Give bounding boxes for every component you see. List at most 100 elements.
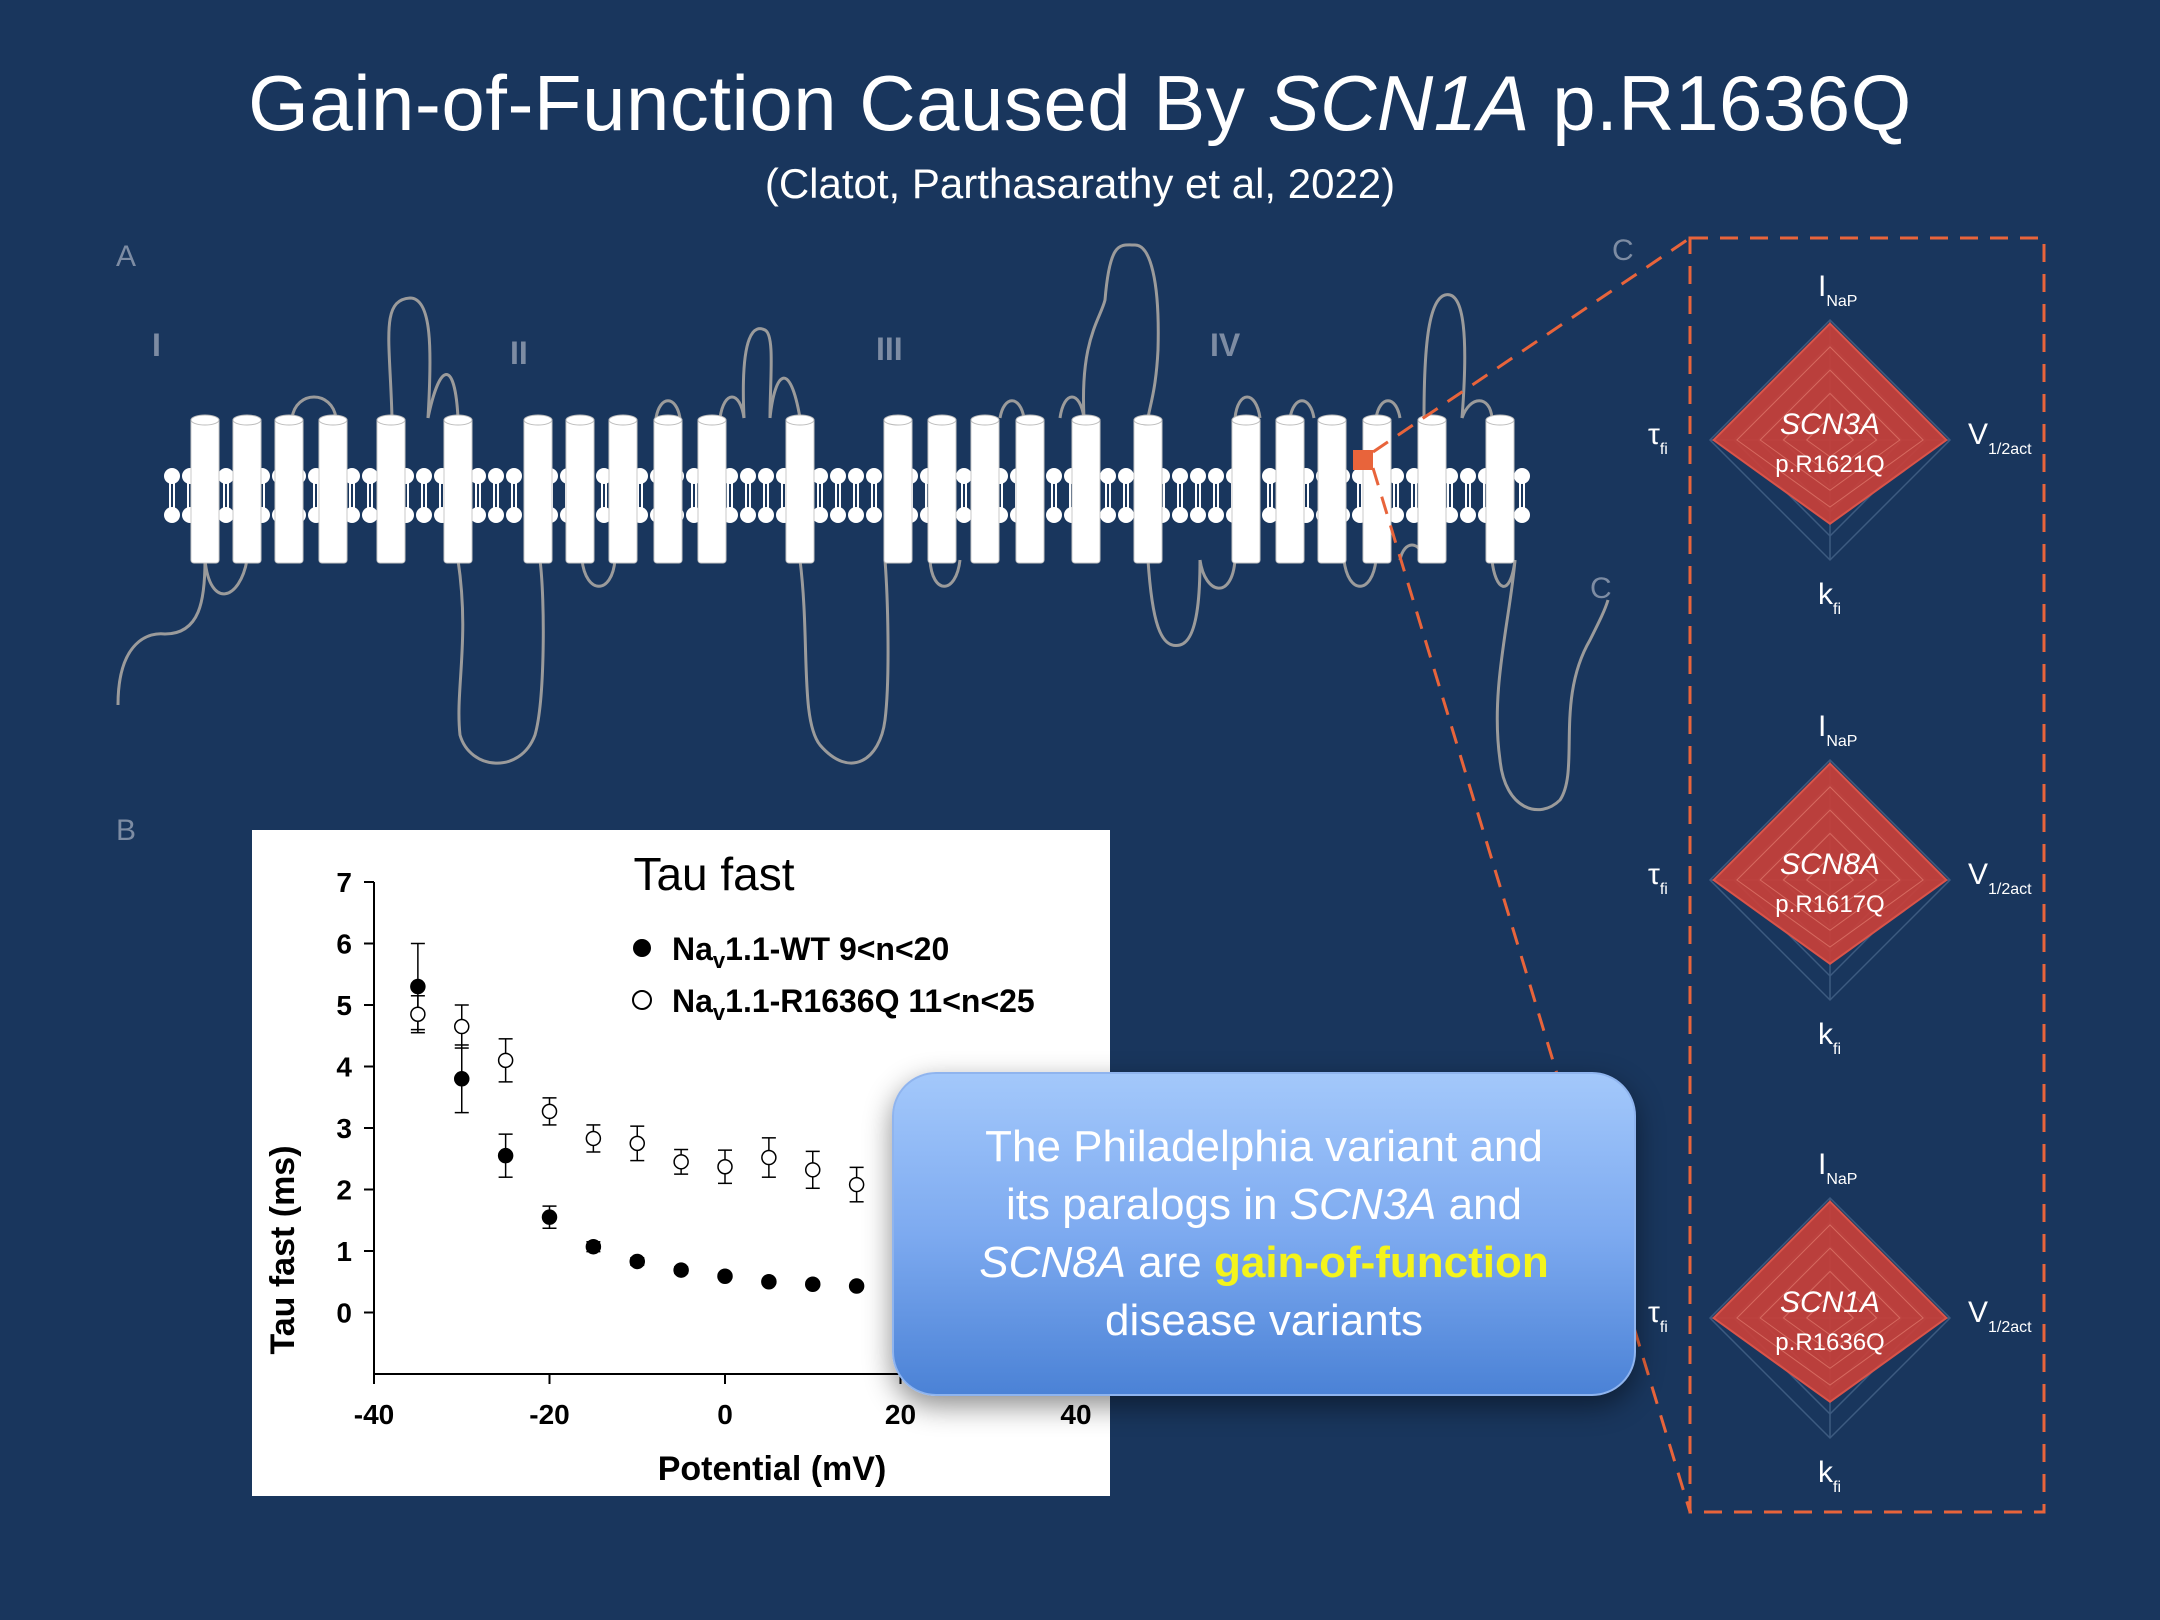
lipid-head — [866, 507, 882, 523]
radar-gene-label: SCN1A — [1780, 1286, 1880, 1319]
callout-text: The Philadelphia variant and its paralog… — [979, 1122, 1549, 1345]
helix-cap — [697, 414, 727, 426]
helix-cap — [927, 414, 957, 426]
radar-axis-label-v-half-act: V1/2act — [1968, 418, 2032, 458]
lipid-head — [596, 468, 612, 484]
loop — [1374, 399, 1402, 419]
y-tick-label: 1 — [336, 1236, 352, 1267]
lipid-head — [344, 468, 360, 484]
lipid-head — [506, 507, 522, 523]
radar-inner-grid — [1759, 809, 1901, 931]
radar-inner-grid — [1805, 416, 1855, 458]
x-tick-label: -20 — [529, 1399, 569, 1430]
helix-cap — [1362, 414, 1392, 426]
y-tick-label: 6 — [336, 929, 352, 960]
legend-marker-mutant — [632, 990, 652, 1010]
lipid-head — [416, 468, 432, 484]
lipid-head — [488, 507, 504, 523]
c-terminus-loop — [1495, 559, 1610, 811]
radar-inner-grid — [1736, 786, 1924, 948]
radar-axis-label-k-fi: kfi — [1818, 1456, 1841, 1496]
lipid-head — [218, 468, 234, 484]
loop — [998, 399, 1026, 419]
radar-inner-grid — [1805, 1294, 1855, 1336]
helix-cap — [1485, 414, 1515, 426]
radar-gene-label: SCN3A — [1780, 408, 1880, 441]
lipid-head — [1208, 468, 1224, 484]
helix-cap — [1317, 414, 1347, 426]
n-terminus-loop — [116, 559, 207, 706]
lipid-head — [1118, 507, 1134, 523]
lipid-head — [758, 468, 774, 484]
data-point-wt — [497, 1147, 514, 1164]
lipid-head — [1388, 507, 1404, 523]
panel-label-a: A — [116, 240, 137, 273]
x-tick-label: 20 — [885, 1399, 916, 1430]
loop — [387, 296, 432, 419]
radar-area — [1712, 1200, 1948, 1404]
radar-inner-grid — [1736, 346, 1924, 508]
loop — [741, 327, 773, 419]
data-point-mutant — [848, 1176, 865, 1193]
helix-cap — [232, 414, 262, 426]
data-point-wt — [454, 1071, 470, 1087]
data-point-wt — [410, 978, 426, 995]
lipid-head — [164, 468, 180, 484]
lipid-head — [488, 468, 504, 484]
lipid-head — [218, 507, 234, 523]
radar-axis-label-v-half-act: V1/2act — [1968, 858, 2032, 898]
data-point-mutant — [497, 1052, 514, 1069]
radar-variant-label: p.R1636Q — [1775, 1329, 1884, 1356]
y-tick-label: 0 — [336, 1298, 352, 1329]
variant-marker — [1353, 450, 1373, 470]
radar-variant-label: p.R1621Q — [1775, 451, 1884, 478]
conclusion-callout: The Philadelphia variant and its paralog… — [892, 1072, 1636, 1396]
lipid-head — [1046, 507, 1062, 523]
loop — [798, 559, 890, 765]
domain-label-iv: IV — [1210, 327, 1241, 363]
chart-title: Tau fast — [633, 848, 794, 900]
lipid-head — [1172, 507, 1188, 523]
x-tick-label: 40 — [1060, 1399, 1091, 1430]
helix-cap — [1275, 414, 1305, 426]
data-point-wt — [761, 1274, 777, 1290]
data-point-mutant — [410, 1006, 426, 1022]
loop — [203, 559, 249, 596]
lipid-head — [1190, 468, 1206, 484]
radar-inner-grid — [1782, 832, 1878, 915]
page-subtitle: (Clatot, Parthasarathy et al, 2022) — [764, 160, 1396, 207]
loop — [1233, 395, 1262, 419]
panel-label-b: B — [116, 814, 137, 847]
helix-cap — [190, 414, 220, 426]
radar-axis-label-inap: INaP — [1818, 710, 1857, 750]
radar-inner-grid — [1736, 1224, 1924, 1386]
lipid-head — [1190, 507, 1206, 523]
data-point-mutant — [454, 1018, 470, 1035]
helix-cap — [653, 414, 683, 426]
helix-cap — [785, 414, 815, 426]
lipid-head — [470, 468, 486, 484]
lipid-head — [362, 468, 378, 484]
helix-cap — [274, 414, 304, 426]
lipid-head — [416, 507, 432, 523]
lipid-head — [344, 507, 360, 523]
y-tick-label: 7 — [336, 867, 352, 898]
lipid-head — [164, 507, 180, 523]
lipid-head — [1514, 507, 1530, 523]
y-tick-label: 3 — [336, 1113, 352, 1144]
radar-axis-label-tau-fi: τfi — [1648, 858, 1668, 898]
lipid-head — [596, 507, 612, 523]
helix-cap — [443, 414, 473, 426]
loop — [1146, 559, 1202, 647]
loop — [290, 395, 338, 419]
loop — [1081, 243, 1160, 419]
loop — [1198, 559, 1237, 590]
helix-cap — [565, 414, 595, 426]
lipid-head — [812, 507, 828, 523]
y-tick-label: 4 — [336, 1052, 352, 1083]
radar-inner-grid — [1805, 856, 1855, 898]
lipid-head — [1460, 468, 1476, 484]
radar-axis-label-tau-fi: τfi — [1648, 418, 1668, 458]
